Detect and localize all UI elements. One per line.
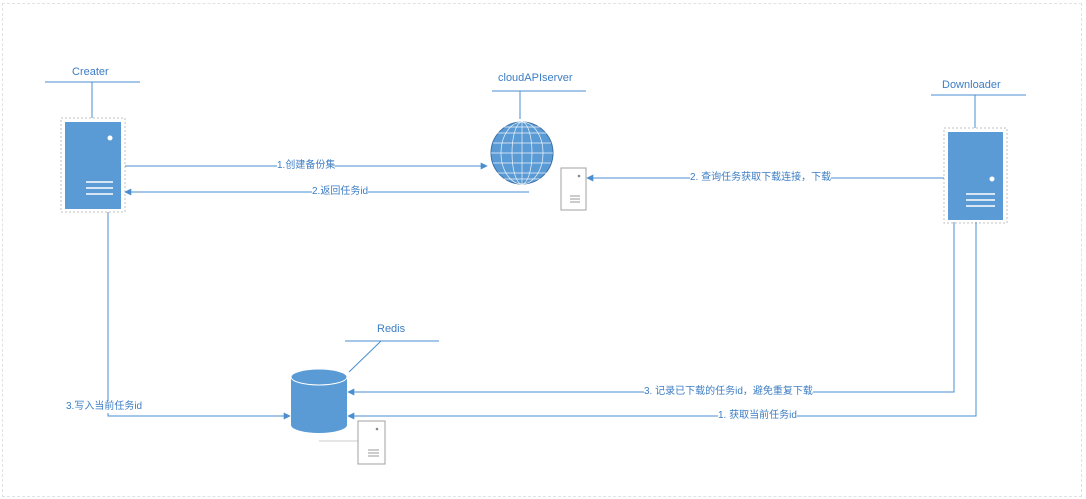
redis-document-icon <box>357 420 386 465</box>
diagram-frame <box>2 3 1082 497</box>
creater-label: Creater <box>72 66 109 78</box>
creater-annotation <box>45 81 140 118</box>
edge-get-task-id <box>347 222 977 420</box>
edge-label-write-task-id: 3.写入当前任务id <box>66 401 143 413</box>
redis-label: Redis <box>377 323 406 335</box>
redis-annotation <box>345 340 439 373</box>
edge-label-record-task-id: 3. 记录已下载的任务id，避免重复下载 <box>644 386 813 398</box>
downloader-label: Downloader <box>942 79 1001 91</box>
downloader-annotation <box>931 94 1026 128</box>
edge-label-create-backup: 1.创建备份集 <box>277 160 336 172</box>
globe-icon <box>490 121 554 185</box>
cloud-annotation <box>492 90 586 119</box>
cloud-document-icon <box>560 167 587 211</box>
creater-server-icon <box>60 117 126 213</box>
edge-write-task-id <box>107 212 291 420</box>
redis-database-icon <box>290 368 359 442</box>
downloader-server-icon <box>943 127 1008 224</box>
cloud-api-server-label: cloudAPIserver <box>498 72 573 84</box>
edge-label-query-task: 2. 查询任务获取下载连接，下载 <box>690 172 832 184</box>
edge-record-task-id <box>347 222 955 396</box>
edge-label-return-task-id: 2.返回任务id <box>312 186 369 198</box>
edge-label-get-task-id: 1. 获取当前任务id <box>718 410 797 422</box>
